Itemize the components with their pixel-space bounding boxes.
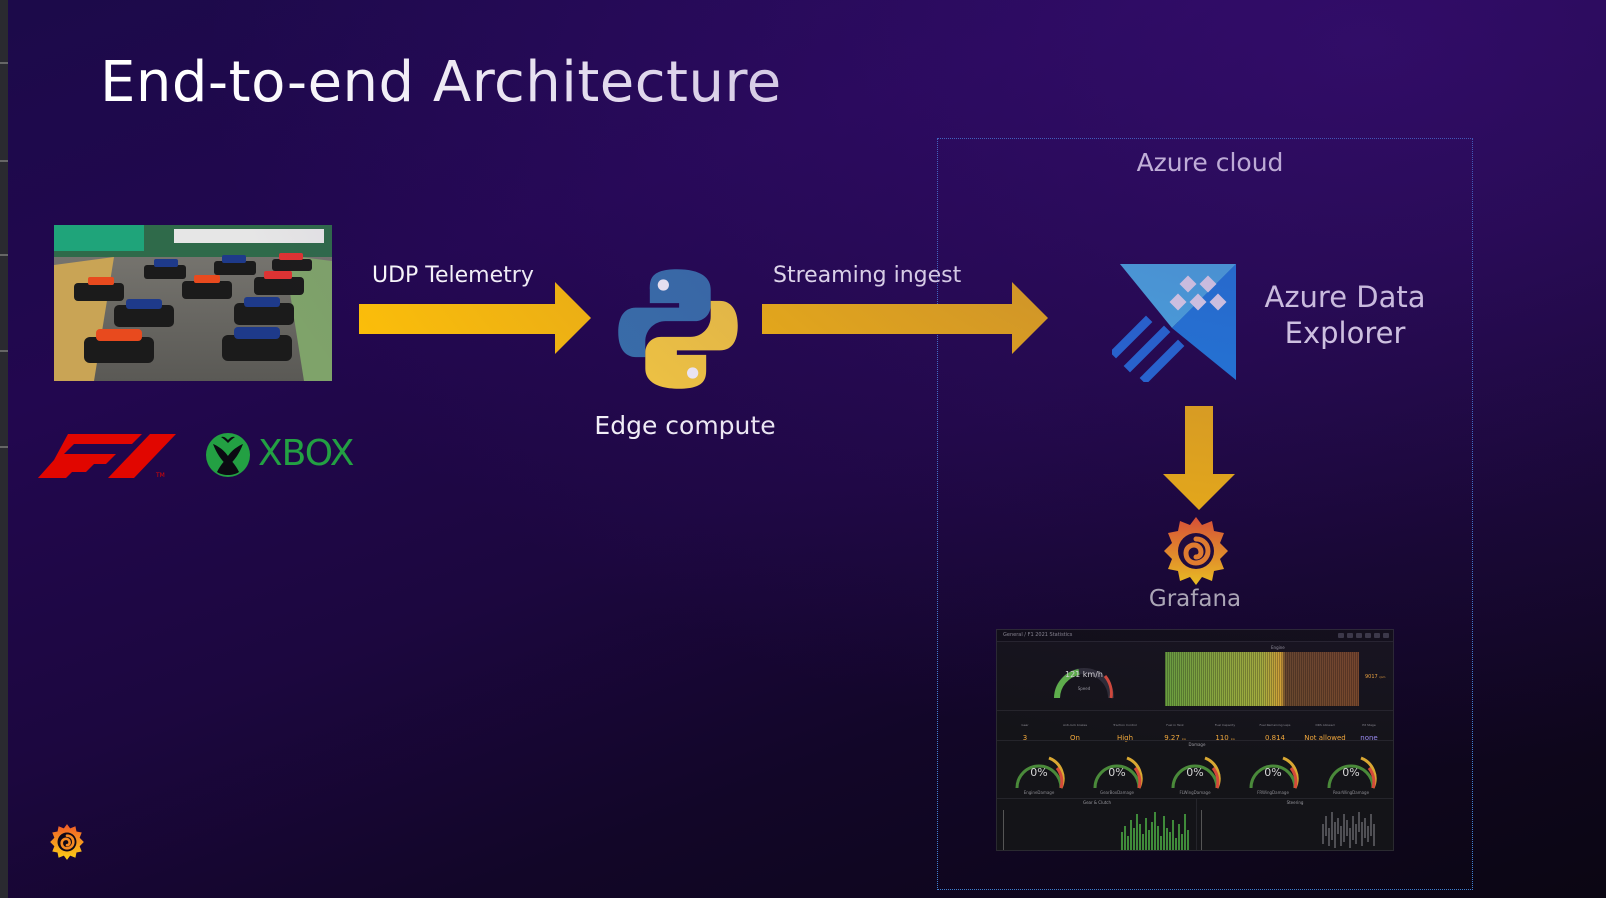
dashboard-divider bbox=[997, 710, 1393, 711]
grafana-dashboard: General / F1 2021 Statistics 121 km/h Sp… bbox=[996, 629, 1394, 851]
rpm-number: 9017 bbox=[1365, 674, 1378, 680]
f1-logo: TM bbox=[38, 434, 176, 478]
edge-compute-label: Edge compute bbox=[594, 411, 776, 440]
damage-title: Damage bbox=[1188, 742, 1206, 747]
stat-gear: Gear 3 bbox=[1021, 723, 1029, 742]
stat-fuel-in-tank: Fuel in Tank 9.27 kg bbox=[1164, 723, 1186, 742]
svg-text:TM: TM bbox=[155, 472, 165, 478]
adx-to-grafana-arrow bbox=[1163, 406, 1235, 510]
gauge-value: 0% bbox=[1030, 766, 1048, 779]
dashboard-topbar: General / F1 2021 Statistics bbox=[997, 630, 1393, 642]
steering-title: Steering bbox=[1286, 800, 1304, 805]
steering-chart bbox=[1201, 810, 1375, 850]
gauge-label: RearWingDamage bbox=[1332, 790, 1370, 795]
window-left-edge bbox=[0, 0, 8, 898]
azure-data-explorer-label: Azure Data Explorer bbox=[1240, 279, 1450, 351]
adx-label-line1: Azure Data bbox=[1264, 280, 1426, 314]
stat-drs-allowed: DRS Allowed Not allowed bbox=[1304, 723, 1346, 742]
python-logo bbox=[618, 269, 738, 389]
rpm-value: 9017 rpm bbox=[1365, 674, 1385, 680]
gauge-value: 0% bbox=[1264, 766, 1282, 779]
gauge-label: GearBoxDamage bbox=[1100, 790, 1134, 795]
rear-wing-damage-gauge bbox=[1327, 756, 1377, 789]
gearbox-damage-gauge bbox=[1093, 756, 1143, 789]
azure-data-explorer-logo bbox=[1112, 264, 1236, 382]
gauge-value: 0% bbox=[1186, 766, 1204, 779]
streaming-ingest-label: Streaming ingest bbox=[773, 263, 962, 288]
fr-wing-damage-gauge bbox=[1249, 756, 1299, 789]
azure-cloud-boundary bbox=[937, 138, 1473, 890]
speed-label: Speed bbox=[1077, 686, 1091, 691]
adx-label-line2: Explorer bbox=[1284, 316, 1406, 350]
dashboard-breadcrumb: General / F1 2021 Statistics bbox=[1003, 632, 1073, 638]
fl-wing-damage-gauge bbox=[1171, 756, 1221, 789]
slide-title: End-to-end Architecture bbox=[100, 50, 782, 115]
grafana-logo bbox=[1164, 517, 1228, 585]
stat-anti-lock-brakes: Anti-lock brakes On bbox=[1062, 723, 1088, 742]
dashboard-divider bbox=[997, 740, 1393, 741]
gauge-label: EngineDamage bbox=[1023, 790, 1055, 795]
dashboard-divider bbox=[997, 798, 1393, 799]
stat-fuel-remaining-laps: Fuel Remaining Laps 0.814 bbox=[1259, 723, 1291, 742]
xbox-wordmark: XBOX bbox=[258, 433, 354, 474]
stat-pit-stage: Pit Stage none bbox=[1360, 723, 1378, 742]
engine-title: Engine bbox=[1271, 645, 1285, 650]
dashboard-toolbar bbox=[1299, 633, 1389, 638]
gauge-value: 0% bbox=[1342, 766, 1360, 779]
streaming-arrow bbox=[762, 282, 1048, 354]
grafana-wordmark: Grafana bbox=[1148, 586, 1242, 612]
speed-gauge bbox=[1054, 668, 1114, 699]
azure-cloud-label: Azure cloud bbox=[1136, 148, 1284, 177]
xbox-logo-icon bbox=[206, 433, 250, 477]
gauge-label: FLWingDamage bbox=[1179, 790, 1211, 795]
stat-fuel-capacity: Fuel Capacity 110 kg bbox=[1214, 723, 1236, 742]
gauge-label: FRWingDamage bbox=[1257, 790, 1289, 795]
gear-clutch-chart bbox=[1003, 810, 1189, 850]
engine-damage-gauge bbox=[1015, 756, 1065, 789]
race-photo bbox=[54, 225, 332, 381]
speed-value: 121 km/h bbox=[1064, 670, 1103, 679]
gauge-value: 0% bbox=[1108, 766, 1126, 779]
grafana-small-icon bbox=[50, 824, 84, 860]
engine-rpm-bar bbox=[1165, 652, 1359, 706]
dashboard-divider bbox=[1196, 798, 1197, 850]
udp-telemetry-label: UDP Telemetry bbox=[372, 263, 534, 288]
rpm-unit: rpm bbox=[1379, 675, 1386, 679]
stat-traction-control: Traction Control High bbox=[1113, 723, 1137, 742]
gear-clutch-title: Gear & Clutch bbox=[1082, 800, 1112, 805]
udp-arrow bbox=[359, 282, 591, 354]
